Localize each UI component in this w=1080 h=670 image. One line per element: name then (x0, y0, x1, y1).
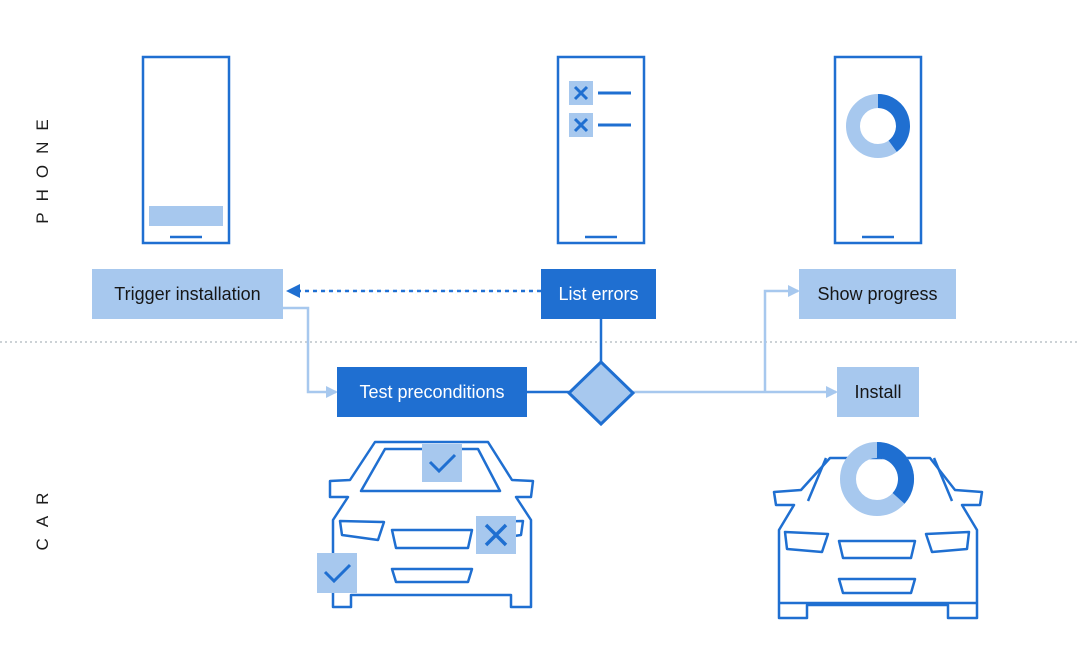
decision-diamond (566, 359, 636, 427)
test-preconditions-node: Test preconditions (337, 367, 527, 417)
cross-icon (476, 516, 516, 554)
progress-ring-icon (840, 441, 915, 516)
connector-trigger-to-test (283, 306, 338, 398)
show-progress-node: Show progress (799, 269, 956, 319)
car-install-illustration (772, 456, 984, 620)
phone-trigger-illustration (141, 55, 231, 245)
lane-label-phone: PHONE (33, 108, 52, 224)
connector-to-progress (763, 285, 800, 392)
phone-progress-illustration (833, 55, 923, 245)
trigger-installation-node: Trigger installation (92, 269, 283, 319)
lane-label-car: CAR (33, 481, 52, 551)
install-node: Install (837, 367, 919, 417)
phone-errors-illustration (556, 55, 646, 245)
check-icon (317, 553, 357, 593)
list-errors-node: List errors (541, 269, 656, 319)
check-icon (422, 444, 462, 482)
